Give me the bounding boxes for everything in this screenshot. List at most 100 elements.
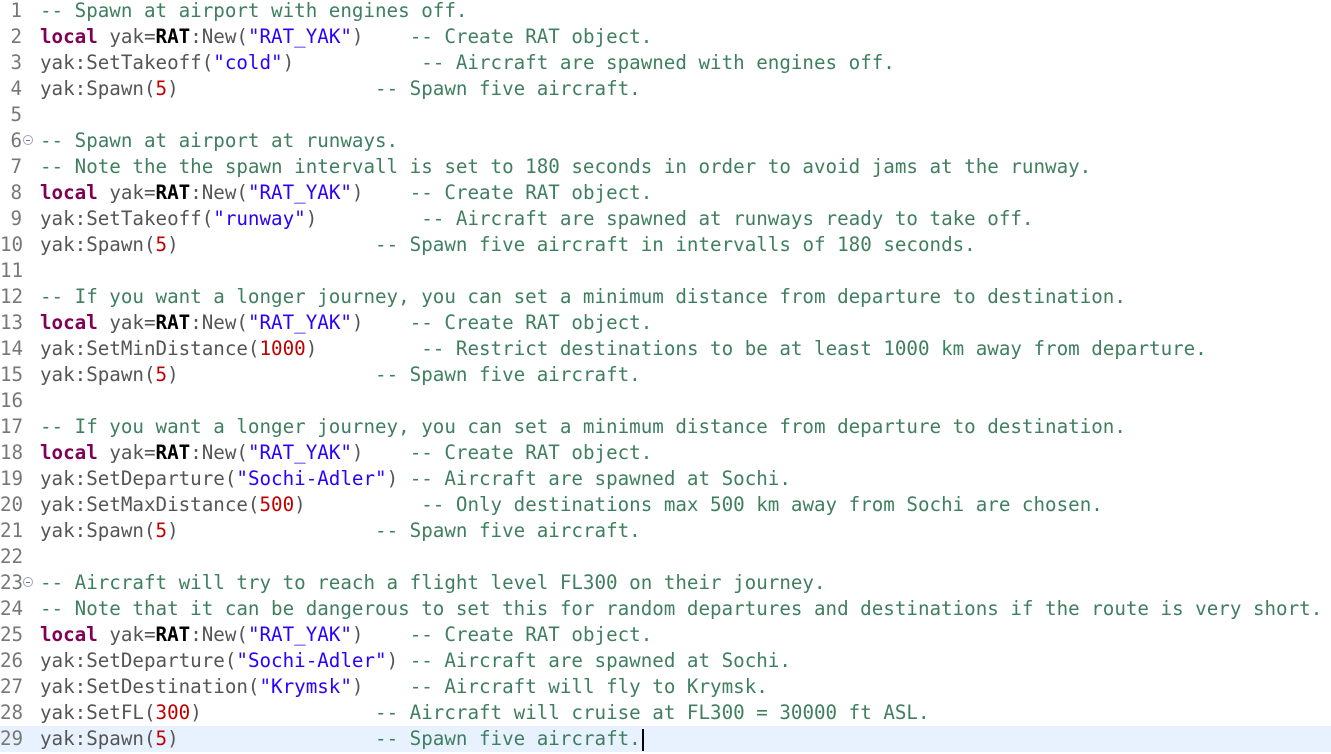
code-line[interactable]: 1-- Spawn at airport with engines off. (0, 0, 1331, 24)
code-token: 300 (155, 701, 191, 724)
code-token: -- Create RAT object. (409, 25, 653, 48)
code-token: ) (351, 25, 410, 48)
code-token: local (40, 181, 98, 204)
code-token: -- Aircraft are spawned at Sochi. (409, 467, 791, 490)
line-code: yak:SetFL(300) -- Aircraft will cruise a… (40, 700, 930, 726)
code-token: RAT (155, 623, 191, 646)
code-line[interactable]: 17-- If you want a longer journey, you c… (0, 414, 1331, 440)
code-token: 5 (155, 233, 168, 256)
code-line[interactable]: 24 -- Note that it can be dangerous to se… (0, 596, 1331, 622)
line-code: local yak=RAT:New("RAT_YAK") -- Create R… (40, 622, 652, 648)
line-number: 20 (0, 493, 24, 516)
code-token: RAT (155, 311, 191, 334)
code-token: 5 (155, 519, 168, 542)
code-token: "RAT_YAK" (247, 25, 352, 48)
code-token: ) (305, 207, 422, 230)
code-token: -- Aircraft will cruise at FL300 = 30000… (375, 701, 930, 724)
line-number: 6 (10, 129, 22, 152)
code-line[interactable]: 16 (0, 388, 1331, 414)
line-number: 23 (0, 571, 24, 594)
code-token: RAT (155, 181, 191, 204)
code-line[interactable]: 22 (0, 544, 1331, 570)
code-line[interactable]: 5 (0, 102, 1331, 128)
code-token: -- If you want a longer journey, you can… (40, 415, 1126, 438)
code-token: "Sochi-Adler" (236, 649, 387, 672)
code-line[interactable]: 12-- If you want a longer journey, you c… (0, 284, 1331, 310)
code-token: -- Aircraft are spawned with engines off… (421, 51, 895, 74)
code-token: "Sochi-Adler" (236, 467, 387, 490)
code-token: ) (351, 441, 410, 464)
code-token: "Krymsk" (259, 675, 352, 698)
line-code: local yak=RAT:New("RAT_YAK") -- Create R… (40, 440, 652, 466)
line-number: 14 (0, 337, 24, 360)
code-token: local (40, 311, 98, 334)
line-number: 25 (0, 623, 24, 646)
line-code: -- Spawn at airport with engines off. (40, 0, 467, 24)
code-token: yak:SetMaxDistance( (40, 493, 260, 516)
line-code: -- Spawn at airport at runways. (40, 128, 398, 154)
code-token: yak:SetMinDistance( (40, 337, 260, 360)
code-token: -- Create RAT object. (409, 623, 653, 646)
code-token: RAT (155, 25, 191, 48)
line-number: 9 (10, 207, 22, 230)
line-code: yak:SetDeparture("Sochi-Adler") -- Aircr… (40, 648, 791, 674)
line-number: 3 (10, 51, 22, 74)
code-token: yak= (97, 311, 156, 334)
code-token: ) (294, 493, 422, 516)
code-token: 5 (155, 77, 168, 100)
line-code: yak:SetDestination("Krymsk") -- Aircraft… (40, 674, 768, 700)
line-number: 24 (0, 597, 24, 620)
code-line[interactable]: 6 -- Spawn at airport at runways. (0, 128, 1331, 154)
code-token: -- Spawn five aircraft. (375, 363, 641, 386)
code-token: -- Note that it can be dangerous to set … (40, 597, 1323, 620)
code-token: yak:SetDestination( (40, 675, 260, 698)
code-line[interactable]: 25 local yak=RAT:New("RAT_YAK") -- Create… (0, 622, 1331, 648)
code-token: ) (167, 233, 376, 256)
code-token: yak:SetDeparture( (40, 649, 237, 672)
code-token: local (40, 441, 98, 464)
line-code: -- If you want a longer journey, you can… (40, 284, 1126, 310)
code-token: yak= (97, 181, 156, 204)
code-token: yak:Spawn( (40, 363, 156, 386)
code-token: 1000 (259, 337, 306, 360)
line-number-gutter (0, 0, 38, 754)
code-line[interactable]: 23-- Aircraft will try to reach a flight… (0, 570, 1331, 596)
code-token: -- Aircraft are spawned at Sochi. (409, 649, 791, 672)
code-token: ) (167, 519, 376, 542)
line-number: 11 (0, 259, 24, 282)
code-token: -- Create RAT object. (409, 181, 653, 204)
code-token: yak= (97, 441, 156, 464)
code-token: -- Create RAT object. (409, 311, 653, 334)
code-token: -- Spawn five aircraft. (375, 519, 641, 542)
code-token: -- Spawn at airport with engines off. (40, 0, 468, 22)
code-token: ) (351, 311, 410, 334)
code-line[interactable]: 11 (0, 258, 1331, 284)
code-token: local (40, 623, 98, 646)
code-token: local (40, 25, 98, 48)
fold-collapse-icon[interactable] (23, 135, 33, 145)
code-line[interactable]: 7-- Note the the spawn intervall is set … (0, 154, 1331, 180)
code-token: "RAT_YAK" (247, 311, 352, 334)
fold-collapse-icon[interactable] (23, 577, 33, 587)
code-token: yak:Spawn( (40, 233, 156, 256)
line-number: 22 (0, 545, 24, 568)
code-token: ) (167, 77, 376, 100)
